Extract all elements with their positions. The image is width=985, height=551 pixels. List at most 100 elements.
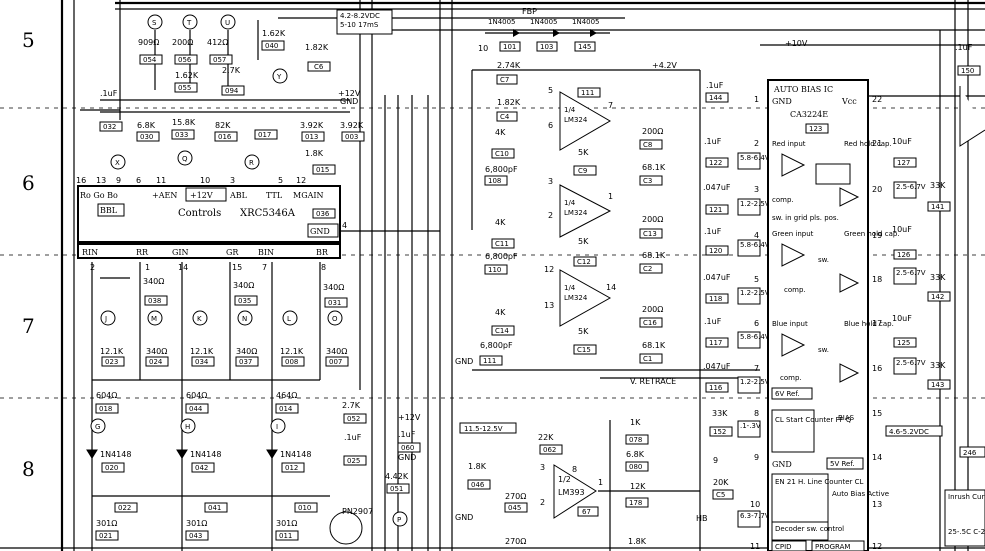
r017-ref: 017 xyxy=(258,131,271,139)
plus12v-label-top: +12V xyxy=(338,89,361,98)
c041-ref: 041 xyxy=(208,504,221,512)
controls-rin: RIN xyxy=(82,248,98,257)
r078-value: 1K xyxy=(630,418,641,427)
d020-value: 1N4148 xyxy=(100,450,131,459)
r054-ref: 054 xyxy=(143,56,157,64)
opamp1-pin-6: 6 xyxy=(548,121,553,130)
controls-top-pin-16: 16 xyxy=(76,176,86,185)
c110-value: 6,800pF xyxy=(485,252,518,261)
r030-value: 6.8K xyxy=(137,121,156,130)
ab-pin-17: 17 xyxy=(872,319,882,328)
controls-rr: RR xyxy=(136,248,149,257)
c127-ref: 127 xyxy=(897,159,910,167)
lm393-part: LM393 xyxy=(558,488,585,497)
r038-value: 340Ω xyxy=(143,277,164,286)
inrush-spec: 25-.5C C-200 xyxy=(948,528,985,536)
r023-value: 12.1K xyxy=(100,347,124,356)
volt-box-3: 5.8-6.4V xyxy=(740,241,770,249)
lm393-comparator xyxy=(553,464,597,519)
volt-box-10: .1-.3V xyxy=(740,422,761,430)
transistor-label: PN2907 xyxy=(342,507,373,516)
controls-abl: ABL xyxy=(229,191,248,200)
r046-value: 1.8K xyxy=(468,462,487,471)
auto-bias-active-label: Auto Bias Active xyxy=(832,490,889,498)
test-point-o xyxy=(327,310,343,326)
c127-value: 10uF xyxy=(892,137,912,146)
r057-ref: 057 xyxy=(213,56,226,64)
d103-type: 1N4005 xyxy=(530,18,558,26)
bias-voltage-box: 4.6-5.2VDC xyxy=(889,428,929,436)
r040-ref: 040 xyxy=(265,42,278,50)
r143-ref: 143 xyxy=(931,381,944,389)
test-point-o-label: O xyxy=(332,315,338,323)
r18k-value: 1.8K xyxy=(628,537,647,546)
opamp3-pin-12: 12 xyxy=(544,265,554,274)
ab-pin-1: 1 xyxy=(754,95,759,104)
r078-ref: 078 xyxy=(629,436,642,444)
lm393-ref: 67 xyxy=(582,508,591,516)
r-c14-ref: C14 xyxy=(495,327,509,335)
test-point-p-label: P xyxy=(397,516,401,524)
opamp1-pin-7: 7 xyxy=(608,101,613,110)
right-edge-opamp xyxy=(959,86,985,147)
ab-pin-21: 21 xyxy=(872,139,882,148)
r014-ref: 014 xyxy=(279,405,293,413)
controls-bin: BIN xyxy=(258,248,274,257)
test-point-s xyxy=(147,14,163,30)
opamp2-pin-2: 2 xyxy=(548,211,553,220)
r014-value: 464Ω xyxy=(276,391,297,400)
r-c2-value: 68.1K xyxy=(642,251,666,260)
ab-pin-10: 10 xyxy=(750,500,760,509)
r-c15-value: 5K xyxy=(578,327,589,336)
c116-value: .047uF xyxy=(703,362,731,371)
d012-value: 1N4148 xyxy=(280,450,311,459)
test-point-m-label: M xyxy=(151,315,157,323)
ab-pin-22: 22 xyxy=(872,95,882,104)
r-c5-ref: C5 xyxy=(716,491,725,499)
r016-ref: 016 xyxy=(218,133,232,141)
controls-part: XRC5346A xyxy=(240,208,296,219)
blue-input-label: Blue input xyxy=(772,320,808,328)
r-c9-value: 5K xyxy=(578,148,589,157)
ab-pin-7: 7 xyxy=(754,364,759,373)
r-c12-value: 5K xyxy=(578,237,589,246)
controls-bottom-pin-7: 7 xyxy=(262,263,267,272)
ab-pin-15: 15 xyxy=(872,409,882,418)
r037-value: 340Ω xyxy=(236,347,257,356)
r142-value: 33K xyxy=(930,273,946,282)
green-comp-label: comp. xyxy=(784,286,806,294)
c118-value: .047uF xyxy=(703,273,731,282)
r051-ref: 051 xyxy=(390,485,403,493)
d042-ref: 042 xyxy=(195,464,208,472)
r045-value: 270Ω xyxy=(505,492,526,501)
controls-aen: +AEN xyxy=(152,191,177,200)
test-point-j xyxy=(100,310,116,326)
r-c13-ref: C13 xyxy=(643,230,657,238)
vdc-box-label-2: 5-10 17mS xyxy=(340,21,379,29)
test-point-h-label: H xyxy=(185,423,190,431)
c116-ref: 116 xyxy=(709,384,723,392)
r046-ref: 046 xyxy=(471,481,485,489)
volt-box-5: 5.8-6.4V xyxy=(740,333,770,341)
auto-bias-vcc: Vcc xyxy=(841,97,857,106)
controls-bottom-pin-8: 8 xyxy=(321,263,326,272)
r-c3-value: 68.1K xyxy=(642,163,666,172)
r052-value: 2.7K xyxy=(342,401,361,410)
controls-bottom-pin-15: 15 xyxy=(232,263,242,272)
r043-ref: 043 xyxy=(189,532,202,540)
ab-pin-3: 3 xyxy=(754,185,759,194)
green-comp-buffer xyxy=(839,273,860,293)
plus10v-label: +10V xyxy=(785,39,808,48)
red-hold-label: Red hold cap. xyxy=(844,140,892,148)
c108-ref: 108 xyxy=(488,177,501,185)
opamp2-frac: 1/4 xyxy=(564,199,576,207)
r062-ref: 062 xyxy=(543,446,556,454)
ref-6v-label: 6V Ref. xyxy=(775,390,800,398)
red-input-label: Red input xyxy=(772,140,806,148)
r-c4-ref: C4 xyxy=(500,113,510,121)
c110-ref: 110 xyxy=(488,266,501,274)
range-box-label: 11.5-12.5V xyxy=(464,425,503,433)
volt-box-7: 2.5-6.7V xyxy=(896,183,926,191)
c126-ref: 126 xyxy=(897,251,911,259)
test-point-p xyxy=(392,511,408,527)
